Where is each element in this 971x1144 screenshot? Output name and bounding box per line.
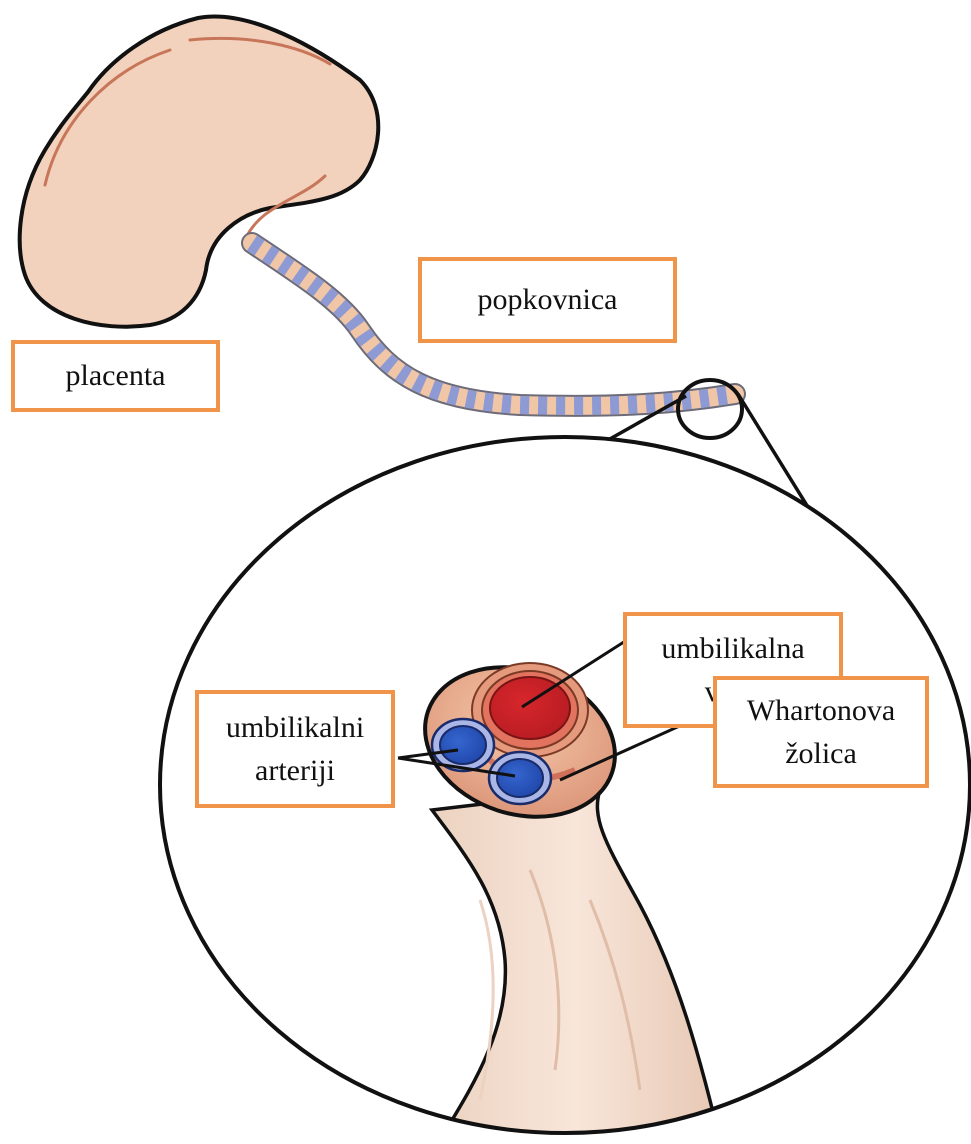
label-arteries-line-1: umbilikalni (226, 706, 364, 750)
label-jelly: Whartonova žolica (713, 676, 929, 788)
label-placenta: placenta (11, 340, 220, 412)
label-cord: popkovnica (418, 257, 677, 343)
label-arteries-line-2: arteriji (255, 749, 335, 793)
label-cord-text: popkovnica (478, 278, 618, 322)
label-jelly-line-2: žolica (785, 732, 857, 776)
label-arteries: umbilikalni arteriji (195, 690, 395, 808)
label-placenta-text: placenta (66, 354, 166, 398)
label-vein-line-1: umbilikalna (661, 627, 804, 671)
label-jelly-line-1: Whartonova (747, 689, 895, 733)
